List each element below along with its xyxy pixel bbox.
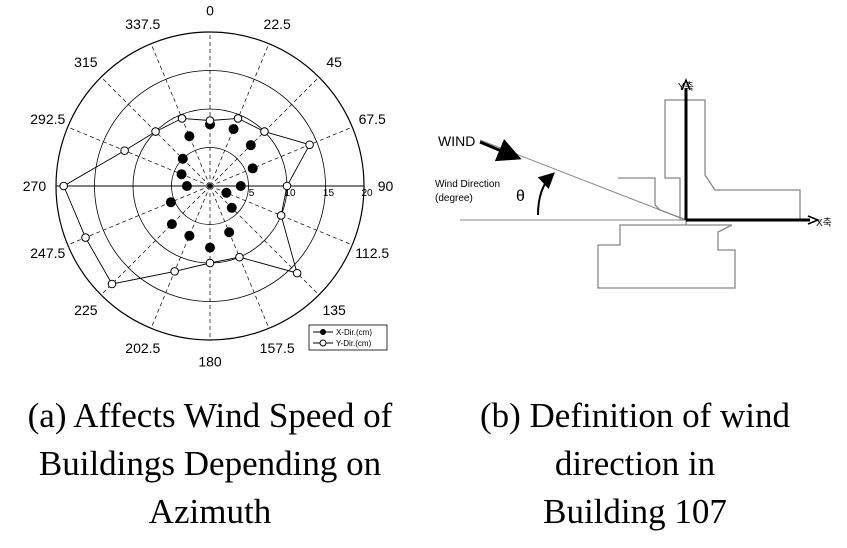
data-point-y-dir [305, 140, 314, 150]
data-point-y-dir [151, 127, 160, 136]
grid-spoke [209, 126, 353, 187]
caption-b-line-1: (b) Definition of wind [479, 396, 791, 435]
angle-tick-label: 67.5 [359, 111, 386, 127]
data-point-x-dir [205, 242, 215, 253]
wind-direction-diagram: Y축 X축 WIND Wind Direction (degree) θ [435, 77, 832, 289]
data-point-y-dir [107, 279, 117, 289]
data-point-y-dir [170, 267, 179, 276]
data-point-x-dir [166, 219, 177, 230]
angle-tick-label: 337.5 [125, 16, 160, 32]
data-point-x-dir [247, 163, 258, 174]
data-point-x-dir [184, 230, 195, 241]
polar-chart: 0 22.5 45 67.5 90 112.5 135 157.5 180 202.5 225 247… [23, 2, 394, 369]
data-point-y-dir [282, 181, 292, 191]
angle-tick-label: 22.5 [264, 16, 291, 32]
data-point-y-dir [59, 181, 69, 191]
data-point-y-dir [260, 127, 269, 136]
data-point-x-dir [165, 197, 176, 208]
polar-series [59, 114, 314, 289]
angle-tick-label: 157.5 [260, 340, 295, 356]
angle-tick-label: 202.5 [125, 340, 160, 356]
radial-tick-label: 10 [284, 188, 296, 199]
theta-arc-arrow [537, 172, 555, 216]
angle-tick-label: 90 [378, 178, 394, 194]
x-axis-arrow-icon [807, 215, 821, 225]
data-point-x-dir [226, 202, 237, 213]
angle-tick-label: 112.5 [355, 245, 389, 261]
polar-grid [55, 31, 365, 341]
caption-b-line-2: direction in [554, 444, 716, 483]
caption-a-line-1: (a) Affects Wind Speed of [27, 396, 393, 435]
data-point-y-dir [233, 114, 243, 123]
angle-tick-label: 0 [206, 2, 214, 18]
legend-marker-y [319, 339, 327, 347]
angle-tick-label: 247.5 [30, 245, 65, 261]
angle-tick-label: 315 [74, 54, 98, 70]
chart-legend: X-Dir.(cm) Y-Dir.(cm) [308, 324, 388, 351]
data-point-x-dir [235, 181, 246, 191]
caption-b: (b) Definition of wind direction in Buil… [425, 392, 845, 536]
grid-spoke [150, 185, 211, 329]
caption-a-line-2: Buildings Depending on [38, 444, 382, 483]
angle-tick-label: 135 [322, 302, 346, 318]
theta-label: θ [516, 188, 525, 205]
wind-direction-label: Wind Direction [435, 179, 500, 190]
angle-tick-label: 292.5 [30, 111, 65, 127]
data-point-x-dir [181, 181, 192, 191]
radial-tick-label: 15 [323, 188, 335, 199]
grid-spoke [209, 76, 320, 187]
legend-label-x: X-Dir.(cm) [336, 328, 372, 337]
data-point-x-dir [245, 140, 256, 151]
data-point-y-dir [205, 116, 215, 125]
grid-spoke [67, 185, 211, 246]
data-point-x-dir [224, 227, 235, 238]
data-point-y-dir [292, 268, 302, 278]
grid-spoke [209, 185, 320, 296]
legend-label-y: Y-Dir.(cm) [336, 339, 372, 348]
data-point-x-dir [221, 187, 232, 198]
data-point-y-dir [276, 211, 286, 220]
angle-tick-label: 45 [326, 54, 342, 70]
data-point-x-dir [176, 169, 187, 180]
data-point-y-dir [177, 114, 187, 123]
y-axis-label: Y축 [678, 81, 694, 93]
data-point-y-dir [81, 233, 90, 242]
data-point-x-dir [177, 153, 188, 164]
caption-b-line-3: Building 107 [543, 492, 727, 531]
wind-label: WIND [438, 133, 475, 149]
grid-spoke [67, 126, 211, 187]
data-point-y-dir [205, 258, 215, 268]
angle-tick-label: 180 [198, 354, 222, 370]
grid-spoke [100, 76, 211, 187]
grid-spoke [100, 185, 211, 296]
wind-direction-unit-label: (degree) [435, 193, 473, 204]
polar-labels: 0 22.5 45 67.5 90 112.5 135 157.5 180 202.5 225 247… [23, 2, 394, 369]
y-axis-arrow-icon [681, 77, 691, 91]
angle-tick-label: 225 [74, 302, 98, 318]
angle-tick-label: 270 [23, 178, 47, 194]
data-point-x-dir [184, 131, 195, 142]
data-point-y-dir [235, 252, 244, 262]
wind-arrow [479, 139, 522, 162]
data-point-x-dir [228, 124, 239, 135]
radial-tick-label: 5 [249, 188, 255, 199]
grid-spoke [209, 185, 353, 246]
building-outline-upper [664, 99, 801, 221]
x-axis-label: X축 [816, 217, 832, 229]
caption-a-line-3: Azimuth [148, 492, 272, 531]
building-outline-left [597, 177, 736, 289]
data-point-y-dir [120, 146, 129, 155]
radial-tick-label: 20 [361, 188, 373, 199]
legend-marker-x [320, 329, 326, 335]
caption-a: (a) Affects Wind Speed of Buildings Depe… [0, 392, 420, 536]
